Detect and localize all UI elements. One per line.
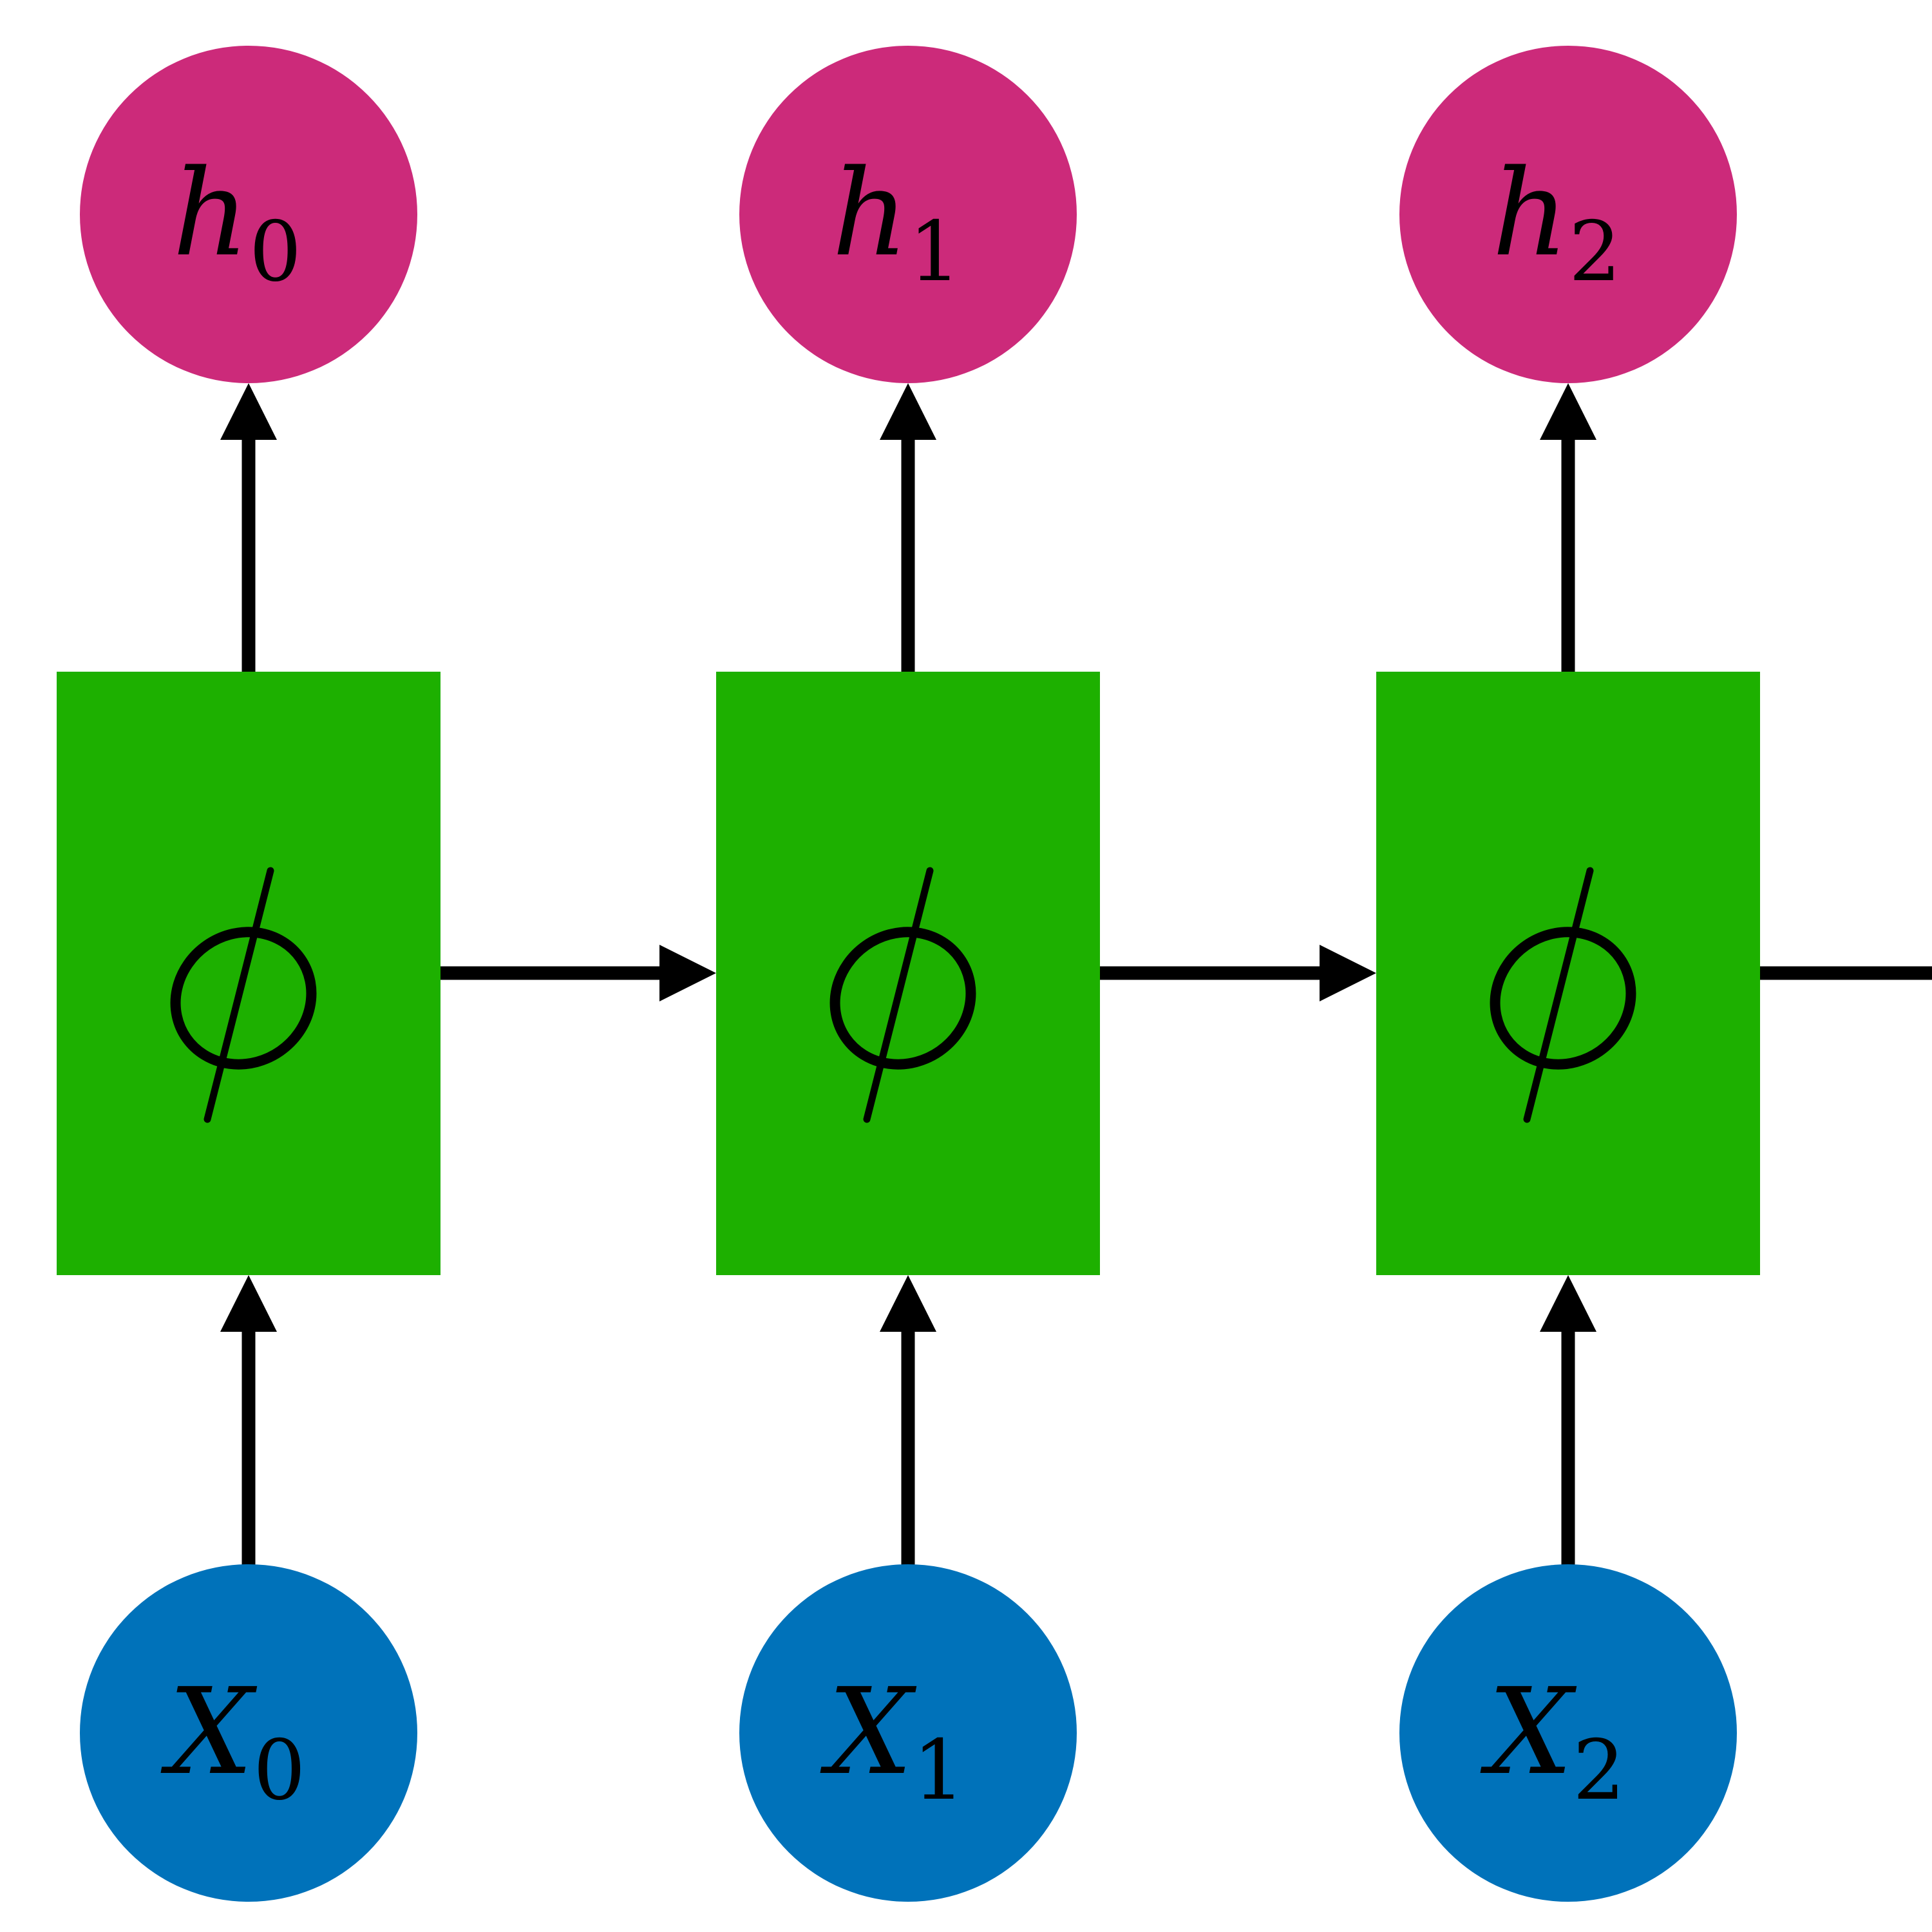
input-label-x2: X2 bbox=[1480, 1662, 1625, 1819]
phi-stem bbox=[1523, 867, 1594, 1123]
hidden-label-h2: h2 bbox=[1492, 144, 1622, 300]
arrowhead-up-icon bbox=[220, 383, 277, 440]
hidden-node-h2: h2 bbox=[1399, 46, 1737, 383]
hidden-node-h0: h0 bbox=[80, 46, 417, 383]
recurrent-line-2-out bbox=[1760, 966, 1932, 980]
input-label-x1: X1 bbox=[820, 1662, 965, 1819]
arrowhead-up-icon bbox=[220, 1275, 277, 1332]
hidden-label-h1-base: h bbox=[832, 144, 909, 283]
hidden-node-circle bbox=[1399, 46, 1737, 383]
recurrent-line-2-out-shaft bbox=[1760, 966, 1932, 980]
phi-symbol-2: φ bbox=[1490, 867, 1636, 1123]
rnn-cell-1: φ bbox=[716, 672, 1100, 1275]
output-arrow-2-shaft bbox=[1561, 439, 1575, 673]
input-label-x0-subscript: 0 bbox=[253, 1723, 305, 1819]
input-node-circle bbox=[1399, 1564, 1737, 1902]
arrowhead-right-icon bbox=[659, 945, 716, 1001]
phi-bowl bbox=[829, 927, 976, 1070]
rnn-cell-box bbox=[57, 672, 440, 1275]
input-arrow-1 bbox=[880, 1275, 936, 1566]
arrowhead-up-icon bbox=[880, 1275, 936, 1332]
recurrent-arrow-0-1-shaft bbox=[440, 966, 661, 980]
input-label-x0: X0 bbox=[160, 1662, 305, 1819]
input-label-x1-base: X bbox=[820, 1662, 916, 1801]
hidden-label-h0: h0 bbox=[173, 144, 302, 300]
output-arrow-1-shaft bbox=[901, 439, 915, 673]
output-arrow-1 bbox=[880, 383, 936, 673]
input-node-x1: X1 bbox=[739, 1564, 1077, 1902]
output-arrow-2 bbox=[1540, 383, 1596, 673]
rnn-cell-box bbox=[716, 672, 1100, 1275]
input-label-x0-base: X bbox=[160, 1662, 257, 1801]
recurrent-arrow-0-1 bbox=[440, 945, 716, 1001]
input-label-x2-base: X bbox=[1480, 1662, 1577, 1801]
hidden-label-h1: h1 bbox=[832, 144, 961, 300]
phi-symbol-1: φ bbox=[829, 867, 976, 1123]
input-arrow-2 bbox=[1540, 1275, 1596, 1566]
input-label-x2-subscript: 2 bbox=[1573, 1723, 1625, 1819]
hidden-label-h2-base: h bbox=[1492, 144, 1569, 283]
phi-bowl bbox=[1490, 927, 1636, 1070]
input-arrow-2-shaft bbox=[1561, 1331, 1575, 1566]
edges-layer bbox=[220, 383, 1932, 1566]
input-node-circle bbox=[80, 1564, 417, 1902]
phi-symbol-0: φ bbox=[170, 867, 317, 1123]
hidden-node-circle bbox=[80, 46, 417, 383]
arrowhead-up-icon bbox=[1540, 383, 1596, 440]
arrowhead-up-icon bbox=[880, 383, 936, 440]
hidden-label-h1-subscript: 1 bbox=[909, 204, 961, 300]
input-node-x0: X0 bbox=[80, 1564, 417, 1902]
phi-stem bbox=[204, 867, 274, 1123]
input-label-x1-subscript: 1 bbox=[913, 1723, 965, 1819]
output-arrow-0-shaft bbox=[242, 439, 256, 673]
phi-bowl bbox=[170, 927, 317, 1070]
rnn-cell-box bbox=[1376, 672, 1760, 1275]
hidden-label-h2-subscript: 2 bbox=[1569, 204, 1621, 300]
input-arrow-1-shaft bbox=[901, 1331, 915, 1566]
hidden-label-h0-base: h bbox=[173, 144, 249, 283]
input-arrow-0-shaft bbox=[242, 1331, 256, 1566]
rnn-cell-0: φ bbox=[57, 672, 440, 1275]
input-arrow-0 bbox=[220, 1275, 277, 1566]
rnn-cell-2: φ bbox=[1376, 672, 1760, 1275]
input-node-x2: X2 bbox=[1399, 1564, 1737, 1902]
recurrent-arrow-1-2-shaft bbox=[1100, 966, 1321, 980]
input-node-circle bbox=[739, 1564, 1077, 1902]
hidden-node-h1: h1 bbox=[739, 46, 1077, 383]
arrowhead-right-icon bbox=[1320, 945, 1376, 1001]
phi-stem bbox=[863, 867, 934, 1123]
output-arrow-0 bbox=[220, 383, 277, 673]
hidden-node-circle bbox=[739, 46, 1077, 383]
arrowhead-up-icon bbox=[1540, 1275, 1596, 1332]
nodes-layer: h0φX0h1φX1h2φX2 bbox=[57, 46, 1760, 1902]
hidden-label-h0-subscript: 0 bbox=[249, 204, 301, 300]
recurrent-arrow-1-2 bbox=[1100, 945, 1376, 1001]
